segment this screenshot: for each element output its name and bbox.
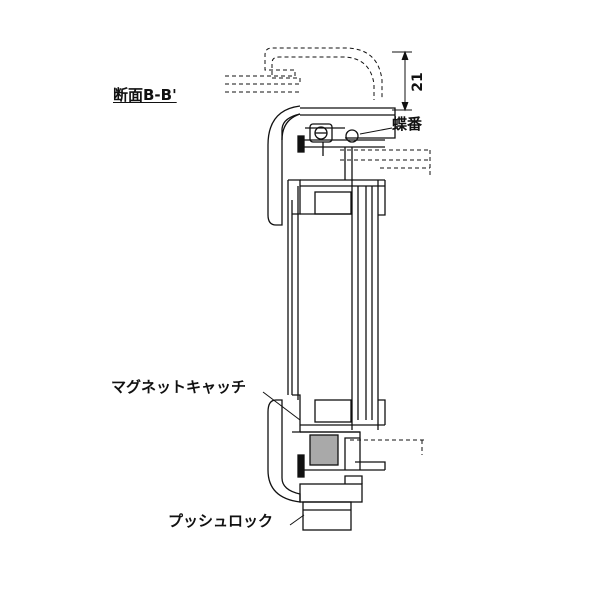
dimension-21 xyxy=(392,50,412,112)
dashed-open-position xyxy=(225,47,431,455)
gasket-bottom xyxy=(297,454,305,478)
panel xyxy=(351,180,379,430)
lower-frame xyxy=(300,431,386,471)
hinge-label: 蝶番 xyxy=(392,115,423,133)
door-cap-bottom xyxy=(267,399,301,503)
magnet-catch-block xyxy=(309,434,339,466)
push-lock-label: プッシュロック xyxy=(168,512,274,530)
inner-rail-top xyxy=(300,179,386,216)
door-stile xyxy=(287,179,301,433)
section-title: 断面B-B' xyxy=(113,86,177,104)
magnet-catch-label: マグネットキャッチ xyxy=(111,378,247,396)
push-lock xyxy=(299,475,363,531)
gasket-top xyxy=(297,135,305,153)
door-cap-top xyxy=(267,105,301,226)
hinge xyxy=(305,123,359,156)
dimension-text: 21 xyxy=(410,72,426,91)
leader-lines xyxy=(262,127,393,526)
